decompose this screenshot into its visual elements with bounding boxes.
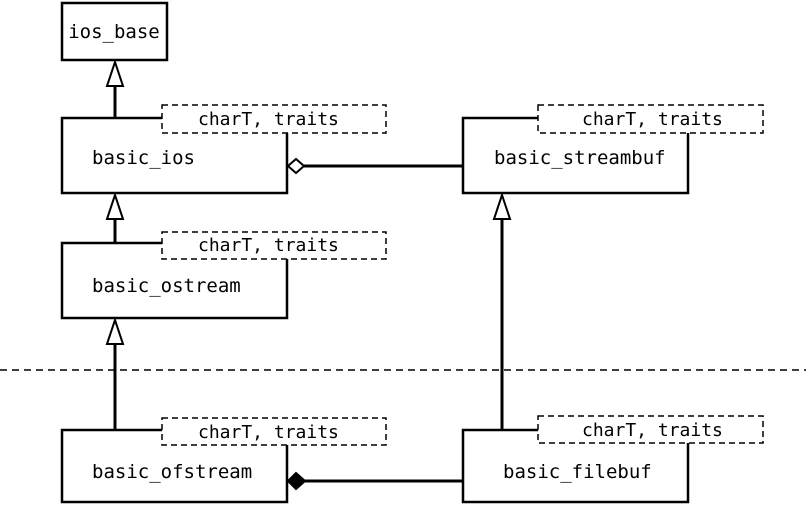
class-basic_streambuf[interactable]: basic_streambuf charT, traits [461, 104, 764, 195]
class-name: basic_filebuf [503, 461, 652, 483]
class-name: ios_base [68, 21, 160, 43]
class-ios_base[interactable]: ios_base [60, 1, 169, 62]
inheritance-arrowhead-icon [105, 58, 125, 87]
template-params: charT, traits [582, 109, 723, 130]
template-param-box [161, 417, 387, 446]
class-basic_ostream[interactable]: basic_ostream charT, traits [60, 231, 387, 320]
template-params: charT, traits [198, 235, 339, 256]
inheritance-arrowhead-icon [105, 191, 125, 220]
template-params: charT, traits [198, 109, 339, 130]
class-basic_ios[interactable]: basic_ios charT, traits [60, 104, 387, 195]
template-params: charT, traits [582, 420, 723, 441]
template-params: charT, traits [198, 422, 339, 443]
composition-diamond-icon [286, 471, 307, 491]
aggregation-diamond-icon [286, 157, 306, 175]
template-param-box [537, 415, 764, 444]
class-name: basic_ofstream [92, 461, 252, 483]
template-param-box [537, 104, 764, 134]
class-basic_ofstream[interactable]: basic_ofstream charT, traits [60, 417, 387, 504]
class-name: basic_ios [92, 147, 195, 169]
class-basic_filebuf[interactable]: basic_filebuf charT, traits [461, 415, 764, 504]
template-param-box [161, 231, 387, 260]
inheritance-arrowhead-icon [492, 191, 512, 220]
class-name: basic_streambuf [494, 147, 666, 169]
class-name: basic_ostream [92, 275, 241, 297]
inheritance-arrowhead-icon [105, 316, 125, 345]
class-box [60, 1, 169, 62]
template-param-box [161, 104, 387, 134]
